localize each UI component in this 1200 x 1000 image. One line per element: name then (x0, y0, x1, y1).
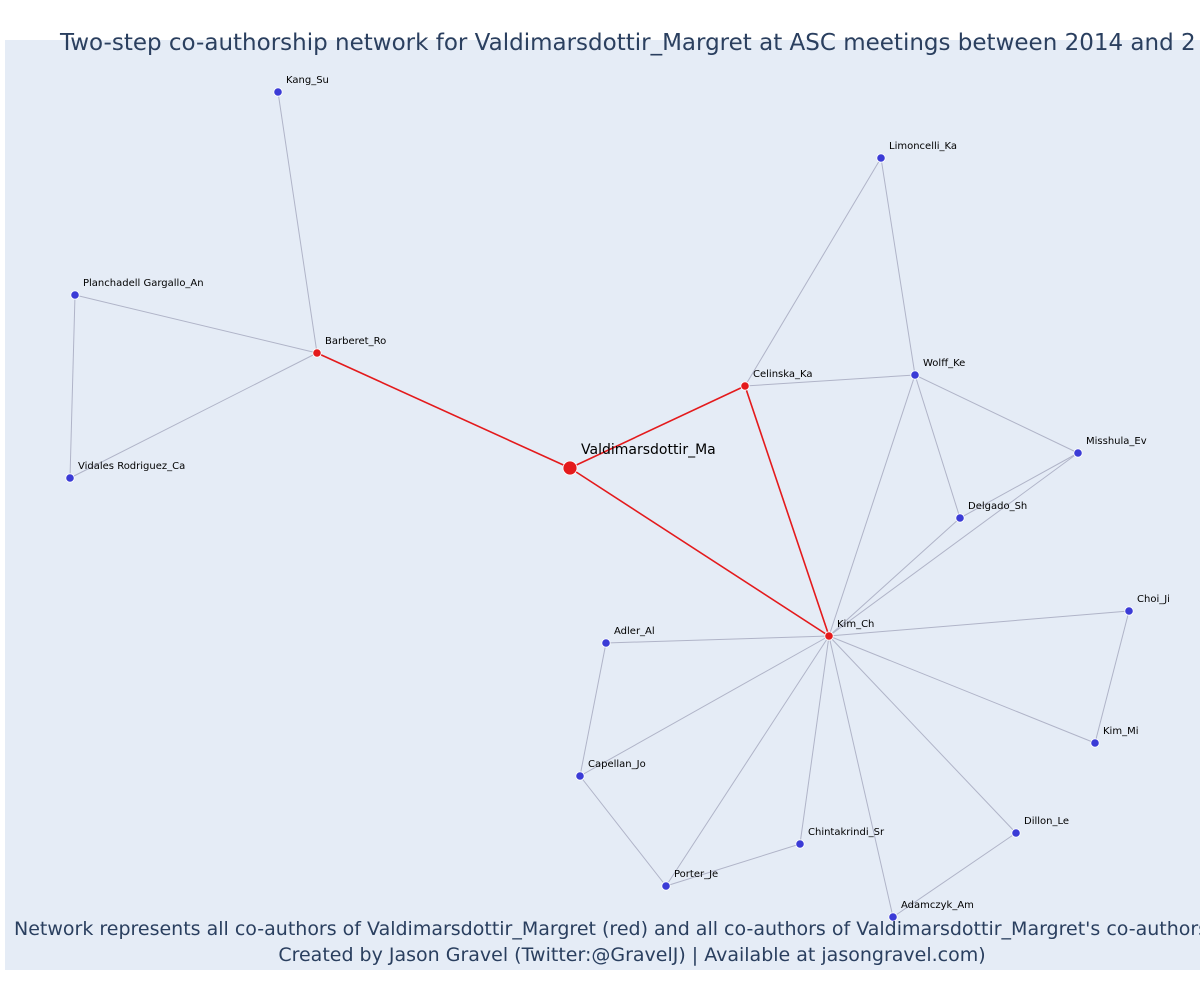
edge-Kim_Ch-Kim_Mi (828, 635, 1096, 744)
node-marker-kim_mi[interactable] (1090, 738, 1100, 748)
node-kim_mi[interactable]: Kim_Mi (1090, 726, 1139, 748)
node-adamczyk_am[interactable]: Adamczyk_Am (888, 900, 974, 922)
edge-Kim_Ch-Chintakrindi_Sr (799, 635, 830, 845)
node-marker-kim_ch[interactable] (824, 631, 834, 641)
node-label-kim_mi: Kim_Mi (1103, 726, 1138, 737)
chart-title: Two-step co-authorship network for Valdi… (60, 30, 1196, 56)
node-label-barberet_ro: Barberet_Ro (325, 336, 386, 347)
node-marker-vidales-rodriguez_ca[interactable] (65, 473, 75, 483)
node-label-delgado_sh: Delgado_Sh (968, 501, 1027, 512)
node-kang_su[interactable]: Kang_Su (273, 75, 329, 97)
node-label-limoncelli_ka: Limoncelli_Ka (889, 141, 957, 152)
edge-Limoncelli_Ka-Wolff_Ke (880, 157, 916, 376)
plot-background (5, 40, 1200, 970)
edge-Dillon_Le-Adamczyk_Am (892, 832, 1017, 918)
caption-line-1: Network represents all co-authors of Val… (14, 918, 1200, 940)
node-celinska_ka[interactable]: Celinska_Ka (740, 369, 813, 391)
node-label-valdimarsdottir_ma: Valdimarsdottir_Ma (581, 442, 716, 458)
node-wolff_ke[interactable]: Wolff_Ke (910, 358, 966, 380)
edge-Barberet_Ro-Planchadell-Gargallo_An (74, 294, 318, 354)
node-marker-capellan_jo[interactable] (575, 771, 585, 781)
edge-Kim_Ch-Adler_Al (605, 635, 830, 644)
node-marker-adamczyk_am[interactable] (888, 912, 898, 922)
node-barberet_ro[interactable]: Barberet_Ro (312, 336, 386, 358)
nodes-layer: Valdimarsdottir_Ma Barberet_RoCelinska_Ka… (65, 75, 1170, 922)
edge-Kim_Ch-Capellan_Jo (579, 635, 830, 777)
edge-Valdimarsdottir_Ma-Kim_Ch (569, 467, 830, 637)
edge-Adler_Al-Capellan_Jo (579, 642, 607, 777)
edge-Misshula_Ev-Delgado_Sh (959, 452, 1079, 519)
node-valdimarsdottir_ma[interactable]: Valdimarsdottir_Ma (562, 442, 716, 476)
node-label-capellan_jo: Capellan_Jo (588, 759, 646, 770)
edges-layer (69, 91, 1130, 918)
node-marker-misshula_ev[interactable] (1073, 448, 1083, 458)
node-planchadell-gargallo_an[interactable]: Planchadell Gargallo_An (70, 278, 204, 300)
node-misshula_ev[interactable]: Misshula_Ev (1073, 436, 1147, 458)
node-marker-celinska_ka[interactable] (740, 381, 750, 391)
node-label-dillon_le: Dillon_Le (1024, 816, 1069, 827)
node-marker-chintakrindi_sr[interactable] (795, 839, 805, 849)
node-marker-porter_je[interactable] (661, 881, 671, 891)
node-capellan_jo[interactable]: Capellan_Jo (575, 759, 646, 781)
node-marker-adler_al[interactable] (601, 638, 611, 648)
node-marker-planchadell-gargallo_an[interactable] (70, 290, 80, 300)
node-marker-choi_ji[interactable] (1124, 606, 1134, 616)
node-label-chintakrindi_sr: Chintakrindi_Sr (808, 827, 885, 838)
node-vidales-rodriguez_ca[interactable]: Vidales Rodriguez_Ca (65, 461, 185, 483)
node-marker-wolff_ke[interactable] (910, 370, 920, 380)
node-label-kim_ch: Kim_Ch (837, 619, 874, 630)
edge-Celinska_Ka-Wolff_Ke (744, 374, 916, 387)
node-adler_al[interactable]: Adler_Al (601, 626, 655, 648)
edge-Porter_Je-Chintakrindi_Sr (665, 843, 801, 887)
node-kim_ch[interactable]: Kim_Ch (824, 619, 875, 641)
node-dillon_le[interactable]: Dillon_Le (1011, 816, 1069, 838)
edge-Barberet_Ro-Kang_Su (277, 91, 318, 354)
node-label-celinska_ka: Celinska_Ka (753, 369, 813, 380)
node-label-misshula_ev: Misshula_Ev (1086, 436, 1147, 447)
edge-Wolff_Ke-Delgado_Sh (914, 374, 961, 519)
node-label-wolff_ke: Wolff_Ke (923, 358, 965, 369)
node-marker-limoncelli_ka[interactable] (876, 153, 886, 163)
node-marker-delgado_sh[interactable] (955, 513, 965, 523)
node-limoncelli_ka[interactable]: Limoncelli_Ka (876, 141, 957, 163)
edge-Celinska_Ka-Kim_Ch (744, 385, 830, 637)
node-chintakrindi_sr[interactable]: Chintakrindi_Sr (795, 827, 885, 849)
edge-Barberet_Ro-Vidales-Rodriguez_Ca (69, 352, 318, 479)
node-porter_je[interactable]: Porter_Je (661, 869, 718, 891)
edge-Delgado_Sh-Kim_Ch (828, 517, 961, 637)
node-choi_ji[interactable]: Choi_Ji (1124, 594, 1170, 616)
node-label-porter_je: Porter_Je (674, 869, 718, 880)
node-label-adamczyk_am: Adamczyk_Am (901, 900, 974, 911)
node-label-kang_su: Kang_Su (286, 75, 329, 86)
edge-Kim_Ch-Porter_Je (665, 635, 830, 887)
edge-Choi_Ji-Kim_Mi (1094, 610, 1130, 744)
edge-Wolff_Ke-Kim_Ch (828, 374, 916, 637)
edge-Kim_Ch-Adamczyk_Am (828, 635, 894, 918)
node-marker-barberet_ro[interactable] (312, 348, 322, 358)
edge-Wolff_Ke-Misshula_Ev (914, 374, 1079, 454)
edge-Kim_Ch-Dillon_Le (828, 635, 1017, 834)
edge-Planchadell-Gargallo_An-Vidales-Rodriguez_Ca (69, 294, 76, 479)
edge-Kim_Ch-Choi_Ji (828, 610, 1130, 637)
edge-Valdimarsdottir_Ma-Celinska_Ka (569, 385, 746, 469)
node-label-adler_al: Adler_Al (614, 626, 655, 637)
caption-line-2: Created by Jason Gravel (Twitter:@Gravel… (278, 944, 986, 966)
node-marker-kang_su[interactable] (273, 87, 283, 97)
node-label-planchadell-gargallo_an: Planchadell Gargallo_An (83, 278, 204, 289)
edge-Celinska_Ka-Limoncelli_Ka (744, 157, 882, 387)
node-label-vidales-rodriguez_ca: Vidales Rodriguez_Ca (78, 461, 185, 472)
edge-Capellan_Jo-Porter_Je (579, 775, 667, 887)
edge-Misshula_Ev-Kim_Ch (828, 452, 1079, 637)
node-marker-valdimarsdottir_ma[interactable] (562, 460, 578, 476)
node-marker-dillon_le[interactable] (1011, 828, 1021, 838)
node-delgado_sh[interactable]: Delgado_Sh (955, 501, 1027, 523)
edge-Valdimarsdottir_Ma-Barberet_Ro (316, 352, 571, 469)
node-label-choi_ji: Choi_Ji (1137, 594, 1170, 605)
